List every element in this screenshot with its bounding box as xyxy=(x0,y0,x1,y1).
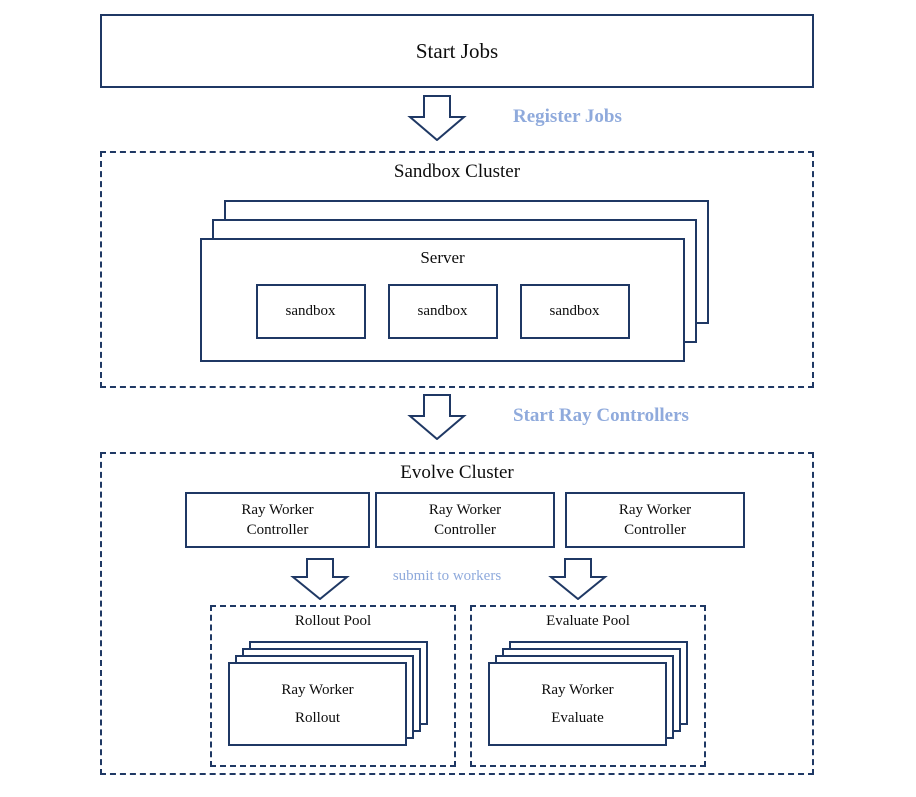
ray-worker-evaluate-box: Ray Worker Evaluate xyxy=(488,662,667,746)
worker-label-line2: Evaluate xyxy=(551,709,604,726)
server-title: Server xyxy=(420,248,465,267)
rollout-pool-box: Rollout Pool Ray Worker Rollout xyxy=(210,605,456,767)
ray-worker-controller-box: Ray Worker Controller xyxy=(565,492,745,548)
controller-label-line2: Controller xyxy=(246,522,309,538)
down-arrow-icon xyxy=(406,394,468,440)
controller-label-line2: Controller xyxy=(434,522,496,538)
rollout-pool-title: Rollout Pool xyxy=(294,613,372,629)
evaluate-pool-box: Evaluate Pool Ray Worker Evaluate xyxy=(470,605,706,767)
evolve-cluster-box: Evolve Cluster Ray Worker Controller Ray… xyxy=(100,452,814,775)
server-box: Server sandbox sandbox sandbox xyxy=(200,238,685,362)
start-jobs-label: Start Jobs xyxy=(415,38,499,63)
worker-label-line1: Ray Worker xyxy=(541,681,614,698)
start-ray-controllers-label: Start Ray Controllers xyxy=(513,405,689,426)
controller-label-line1: Ray Worker xyxy=(428,501,502,518)
sandbox-row: sandbox sandbox sandbox xyxy=(202,284,683,340)
controller-label-line2: Controller xyxy=(624,522,686,538)
controller-label-line1: Ray Worker xyxy=(241,501,314,518)
ray-worker-rollout-box: Ray Worker Rollout xyxy=(228,662,407,746)
sandbox-cluster-title: Sandbox Cluster xyxy=(393,161,521,182)
sandbox-box: sandbox xyxy=(255,284,366,339)
start-jobs-box: Start Jobs xyxy=(100,14,814,88)
evaluate-pool-title: Evaluate Pool xyxy=(546,613,630,629)
worker-label-line2: Rollout xyxy=(294,709,340,726)
sandbox-cluster-box: Sandbox Cluster Server sandbox sandbox s… xyxy=(100,151,814,388)
down-arrow-icon xyxy=(547,558,609,600)
register-jobs-label: Register Jobs xyxy=(513,106,622,127)
ray-worker-controller-box: Ray Worker Controller xyxy=(185,492,370,548)
sandbox-box: sandbox xyxy=(519,284,630,339)
down-arrow-icon xyxy=(406,95,468,141)
evolve-cluster-title: Evolve Cluster xyxy=(400,462,514,483)
sandbox-box: sandbox xyxy=(387,284,498,339)
ray-worker-controller-box: Ray Worker Controller xyxy=(375,492,555,548)
down-arrow-icon xyxy=(289,558,351,600)
worker-label-line1: Ray Worker xyxy=(281,681,354,698)
controller-label-line1: Ray Worker xyxy=(618,501,692,518)
submit-to-workers-label: submit to workers xyxy=(392,568,502,584)
